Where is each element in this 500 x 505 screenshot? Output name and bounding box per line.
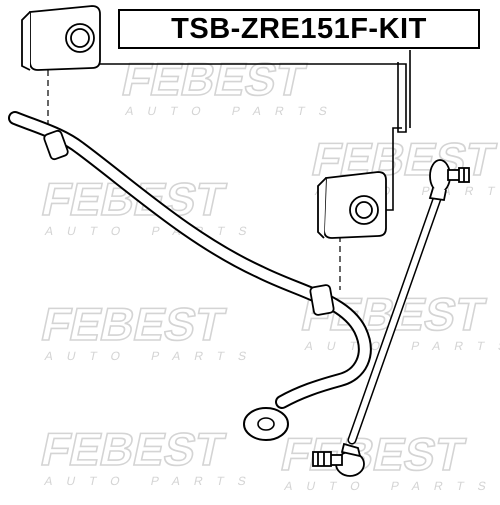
watermark-brand: FEBEST xyxy=(118,53,310,104)
callout-line-top-bushing xyxy=(92,62,407,133)
bushing-top-side xyxy=(21,11,31,71)
bushing-middle-hole-inner xyxy=(355,201,373,219)
watermark-tagline: AUTO PARTS xyxy=(44,224,262,238)
watermark-tagline: AUTO PARTS xyxy=(43,349,261,363)
link-upper-neck xyxy=(428,187,447,202)
part-number: TSB-ZRE151F-KIT xyxy=(171,12,427,45)
stabilizer-bar-fill xyxy=(10,113,370,407)
part-number-box: TSB-ZRE151F-KIT xyxy=(118,9,480,49)
stabilizer-bar xyxy=(8,111,372,441)
link-lower-thread xyxy=(312,451,332,467)
watermark-brand: FEBEST xyxy=(277,428,469,479)
bushing-top-hole-inner xyxy=(70,28,90,48)
stabilizer-link xyxy=(312,159,470,477)
bushing-middle-side xyxy=(317,177,327,239)
watermark-tagline: AUTO PARTS xyxy=(283,479,500,493)
stabilizer-bar-end-hole xyxy=(257,417,275,431)
link-lower-neck xyxy=(340,442,362,458)
bar-collar-right xyxy=(309,284,335,316)
bushing-middle xyxy=(317,171,387,239)
guide-lines xyxy=(47,70,341,290)
bushing-top-body xyxy=(29,5,101,71)
watermark-brand: FEBEST xyxy=(37,423,229,474)
watermark-tagline: AUTO PARTS xyxy=(303,339,500,353)
bar-collar-left xyxy=(43,129,69,161)
watermark-tagline: AUTO PARTS xyxy=(43,474,261,488)
watermark-brand: FEBEST xyxy=(37,298,229,349)
link-rod-fill xyxy=(349,193,441,443)
link-upper-joint xyxy=(429,159,451,193)
watermark-tagline: AUTO PARTS xyxy=(124,104,342,118)
bushing-top xyxy=(21,5,101,71)
